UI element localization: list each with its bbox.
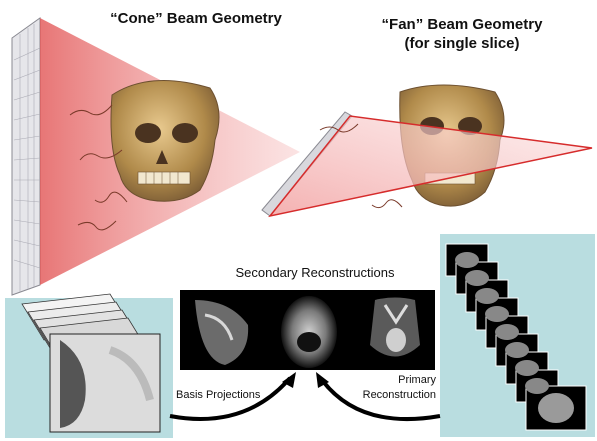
fan-beam-title: “Fan” Beam Geometry — [362, 16, 562, 33]
secondary-reconstructions-label: Secondary Reconstructions — [215, 265, 415, 280]
secondary-reconstructions-strip — [180, 290, 435, 370]
cone-beam-title: “Cone” Beam Geometry — [96, 10, 296, 27]
cone-detector-panel — [12, 18, 40, 295]
basis-projections-label: Basis Projections — [176, 389, 281, 401]
primary-reconstruction-label-line1: Primary — [376, 374, 436, 386]
axial-slice — [281, 296, 337, 368]
basis-projections-panel — [5, 294, 173, 438]
fan-beam-subtitle: (for single slice) — [362, 35, 562, 52]
primary-reconstruction-panel — [440, 234, 595, 437]
cone-skull-icon — [111, 80, 219, 201]
primary-reconstruction-label-line2: Reconstruction — [340, 389, 436, 401]
coronal-slice — [370, 298, 420, 357]
